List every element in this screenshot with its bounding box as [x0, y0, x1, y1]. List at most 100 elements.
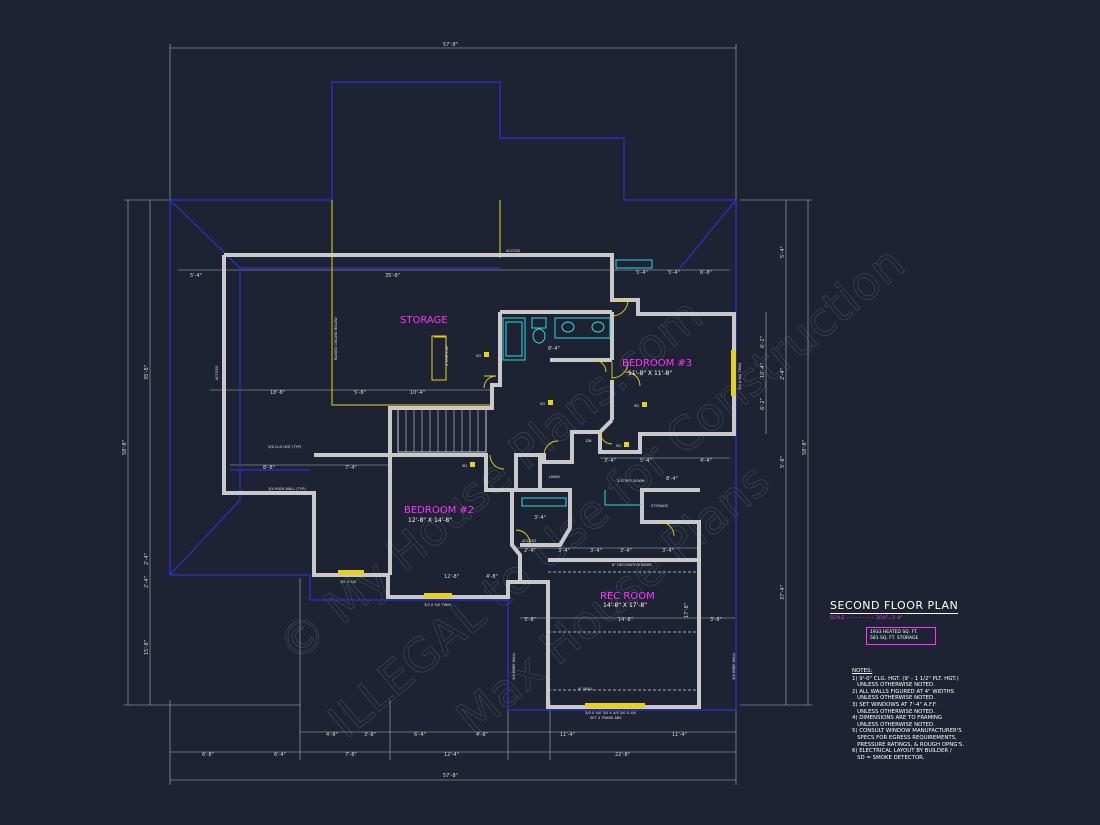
notes-block: NOTES: 1) 9'-0" CLG. HGT. (9' - 1 1/2" P…: [852, 668, 992, 761]
open-to-below-label: DN: [586, 439, 592, 443]
access-bottom-label: ACCESS: [522, 539, 537, 543]
sd-label-2: SD: [540, 402, 545, 406]
bedroom3-size: 11'-8" X 11'-8": [628, 370, 672, 377]
stairs: [397, 407, 487, 453]
bedroom2-name: BEDROOM #2: [404, 505, 474, 516]
access-top-label: ACCESS: [506, 249, 521, 253]
dim-rec-height: 17'-8": [684, 603, 690, 618]
note-line: UNLESS OTHERWISE NOTED.: [852, 682, 935, 689]
linen-label: LINEN: [549, 475, 560, 479]
storage-area: 581 SQ. FT. STORAGE: [870, 636, 919, 641]
note-line: UNLESS OTHERWISE NOTED.: [852, 721, 935, 728]
rec-room-size: 14'-8" X 17'-8": [603, 602, 647, 609]
dim-bottom-5: 22'-8": [615, 752, 630, 758]
ceiling-height-label: 5/6 CLG HGT (TYP): [268, 445, 302, 449]
dim-bottom-b4: 4'-8": [476, 732, 488, 738]
dim-top-r2: 6'-8": [700, 270, 712, 276]
storage-room-name: STORAGE: [400, 315, 448, 326]
dim-storage-width: 18'-8": [270, 390, 285, 396]
windows: [338, 350, 736, 708]
area-box: 1933 HEATED SQ. FT. 581 SQ. FT. STORAGE: [866, 627, 936, 645]
dim-hall-1: 3'-4": [534, 515, 546, 521]
dim-rec-top-3: 3'-4": [590, 548, 602, 554]
note-line: UNLESS OTHERWISE NOTED.: [852, 708, 935, 715]
smoke-detectors: [470, 352, 647, 467]
access-left-label: ACCESS: [215, 365, 219, 380]
dim-rec-left: 3'-8": [524, 617, 536, 623]
notes-title: NOTES:: [852, 668, 873, 674]
dim-rec-top-4: 3'-4": [620, 548, 632, 554]
rec-window-note: SET 4 TRANS ABV: [590, 716, 622, 720]
dim-rec-width: 14'-8": [618, 617, 633, 623]
dim-bedroom2-right: 4'-8": [486, 574, 498, 580]
dim-bottom-1: 6'-8": [202, 752, 214, 758]
high-wall-label: 3/4 HIGH WALL (TYP): [268, 487, 306, 491]
dim-rec-top-2: 3'-4": [558, 548, 570, 554]
window-b2-label: 3/0 X 5/0 TWIN: [424, 603, 451, 607]
sd-label-4: SD: [462, 464, 467, 468]
dim-top-mid: 35'-8": [385, 273, 400, 279]
svg-text:ILLEGAL to Use for Constructio: ILLEGAL to Use for Construction: [318, 236, 915, 749]
dim-bottom-4: 12'-4": [444, 752, 459, 758]
dim-left-b: 15'-8": [144, 640, 150, 655]
scale-value: 3/16"=1'-0": [875, 616, 903, 621]
dim-hall-2: 8'-4": [548, 346, 560, 352]
roof-outline: [169, 81, 737, 711]
window-rec-label: 3/0 X 4/0 3/0 X 4/0 3/0 X 4/0: [585, 711, 637, 715]
dim-rec-top-5: 3'-4": [662, 548, 674, 554]
sd-label-3: SD: [634, 404, 639, 408]
dim-left-d: 2'-4": [144, 576, 150, 588]
dim-right-inner-1: 6'-2": [760, 336, 766, 348]
note-line: 6) ELECTRICAL LAYOUT BY BUILDER /: [852, 748, 952, 755]
dim-top-r1: 5'-4": [668, 270, 680, 276]
dim-overall-top: 57'-8": [443, 42, 458, 48]
kneewall-right-label: 3/4 KNEE WALL: [732, 653, 736, 680]
dim-right-a: 5'-4": [780, 246, 786, 258]
dim-top-b: 5'-4": [636, 270, 648, 276]
scale-dots: ····················: [845, 616, 875, 621]
up-steps-label: 3 STEPS UP: [445, 345, 449, 366]
dimension-lines: [124, 44, 812, 785]
note-line: UNLESS OTHERWISE NOTED.: [852, 695, 935, 702]
dim-bedroom2-left: 8'-8": [263, 465, 275, 471]
scale-label: SCALE: [830, 616, 845, 621]
small-storage-label: STORAGE: [651, 504, 669, 508]
dim-left-c: 2'-4": [144, 553, 150, 565]
bath-fixtures: [502, 259, 653, 507]
dim-rec-top-1: 2'-4": [524, 548, 536, 554]
dim-overall-bottom: 57'-8": [443, 773, 458, 779]
note-line: 2) ALL WALLS FIGURED AT 4" WIDTHS: [852, 688, 955, 695]
dim-bottom-b6: 11'-4": [672, 732, 687, 738]
dimension-texts: 57'-8" 57'-8" 5'-4" 35'-8" 5'-4" 5'-4" 6…: [122, 42, 808, 779]
dim-bedroom3-c: 4'-4": [700, 458, 712, 464]
dim-bedroom3-a: 3'-4": [604, 458, 616, 464]
note-line: SPECS FOR EGRESS REQUIREMENTS,: [852, 734, 957, 741]
storage-outline: [331, 200, 501, 406]
raised-ceiling-label: RAISED CEILING BELOW: [334, 317, 338, 360]
note-line: 1) 9'-0" CLG. HGT. (9' - 1 1/2" PLT. HGT…: [852, 675, 959, 682]
dim-right-overall: 58'-8": [802, 440, 808, 455]
scale-line: SCALE ···················· 3/16"=1'-0": [830, 616, 970, 621]
doors: [431, 299, 675, 545]
dim-bedroom3-b: 5'-4": [640, 458, 652, 464]
sd-label-1: SD: [476, 354, 481, 358]
down-steps-label: 3 STEPS DOWN: [617, 479, 645, 483]
title-block: SECOND FLOOR PLAN SCALE ················…: [830, 594, 970, 621]
dim-right-d: 2'-4": [780, 368, 786, 380]
dim-left-overall: 58'-8": [122, 440, 128, 455]
dim-bottom-2: 6'-4": [274, 752, 286, 758]
wall-beam-label: 4" WALL: [578, 687, 593, 691]
note-line: 4) DIMENSIONS ARE TO FRAMING: [852, 715, 943, 722]
dim-bedroom2-width: 12'-8": [444, 574, 459, 580]
dim-bottom-b5: 11'-4": [560, 732, 575, 738]
dim-left-a: 35'-8": [144, 365, 150, 380]
dim-right-inner-3: 6'-2": [760, 398, 766, 410]
note-line: 5) CONSULT WINDOW MANUFACTURER'S: [852, 728, 962, 735]
dim-right-inner-2: 10'-4": [760, 363, 766, 378]
dim-rec-right: 3'-8": [710, 617, 722, 623]
sd-label-5: SD: [616, 444, 621, 448]
bedroom3-name: BEDROOM #3: [622, 358, 692, 369]
dim-bottom-b2: 3'-8": [364, 732, 376, 738]
plan-title: SECOND FLOOR PLAN: [830, 599, 959, 614]
